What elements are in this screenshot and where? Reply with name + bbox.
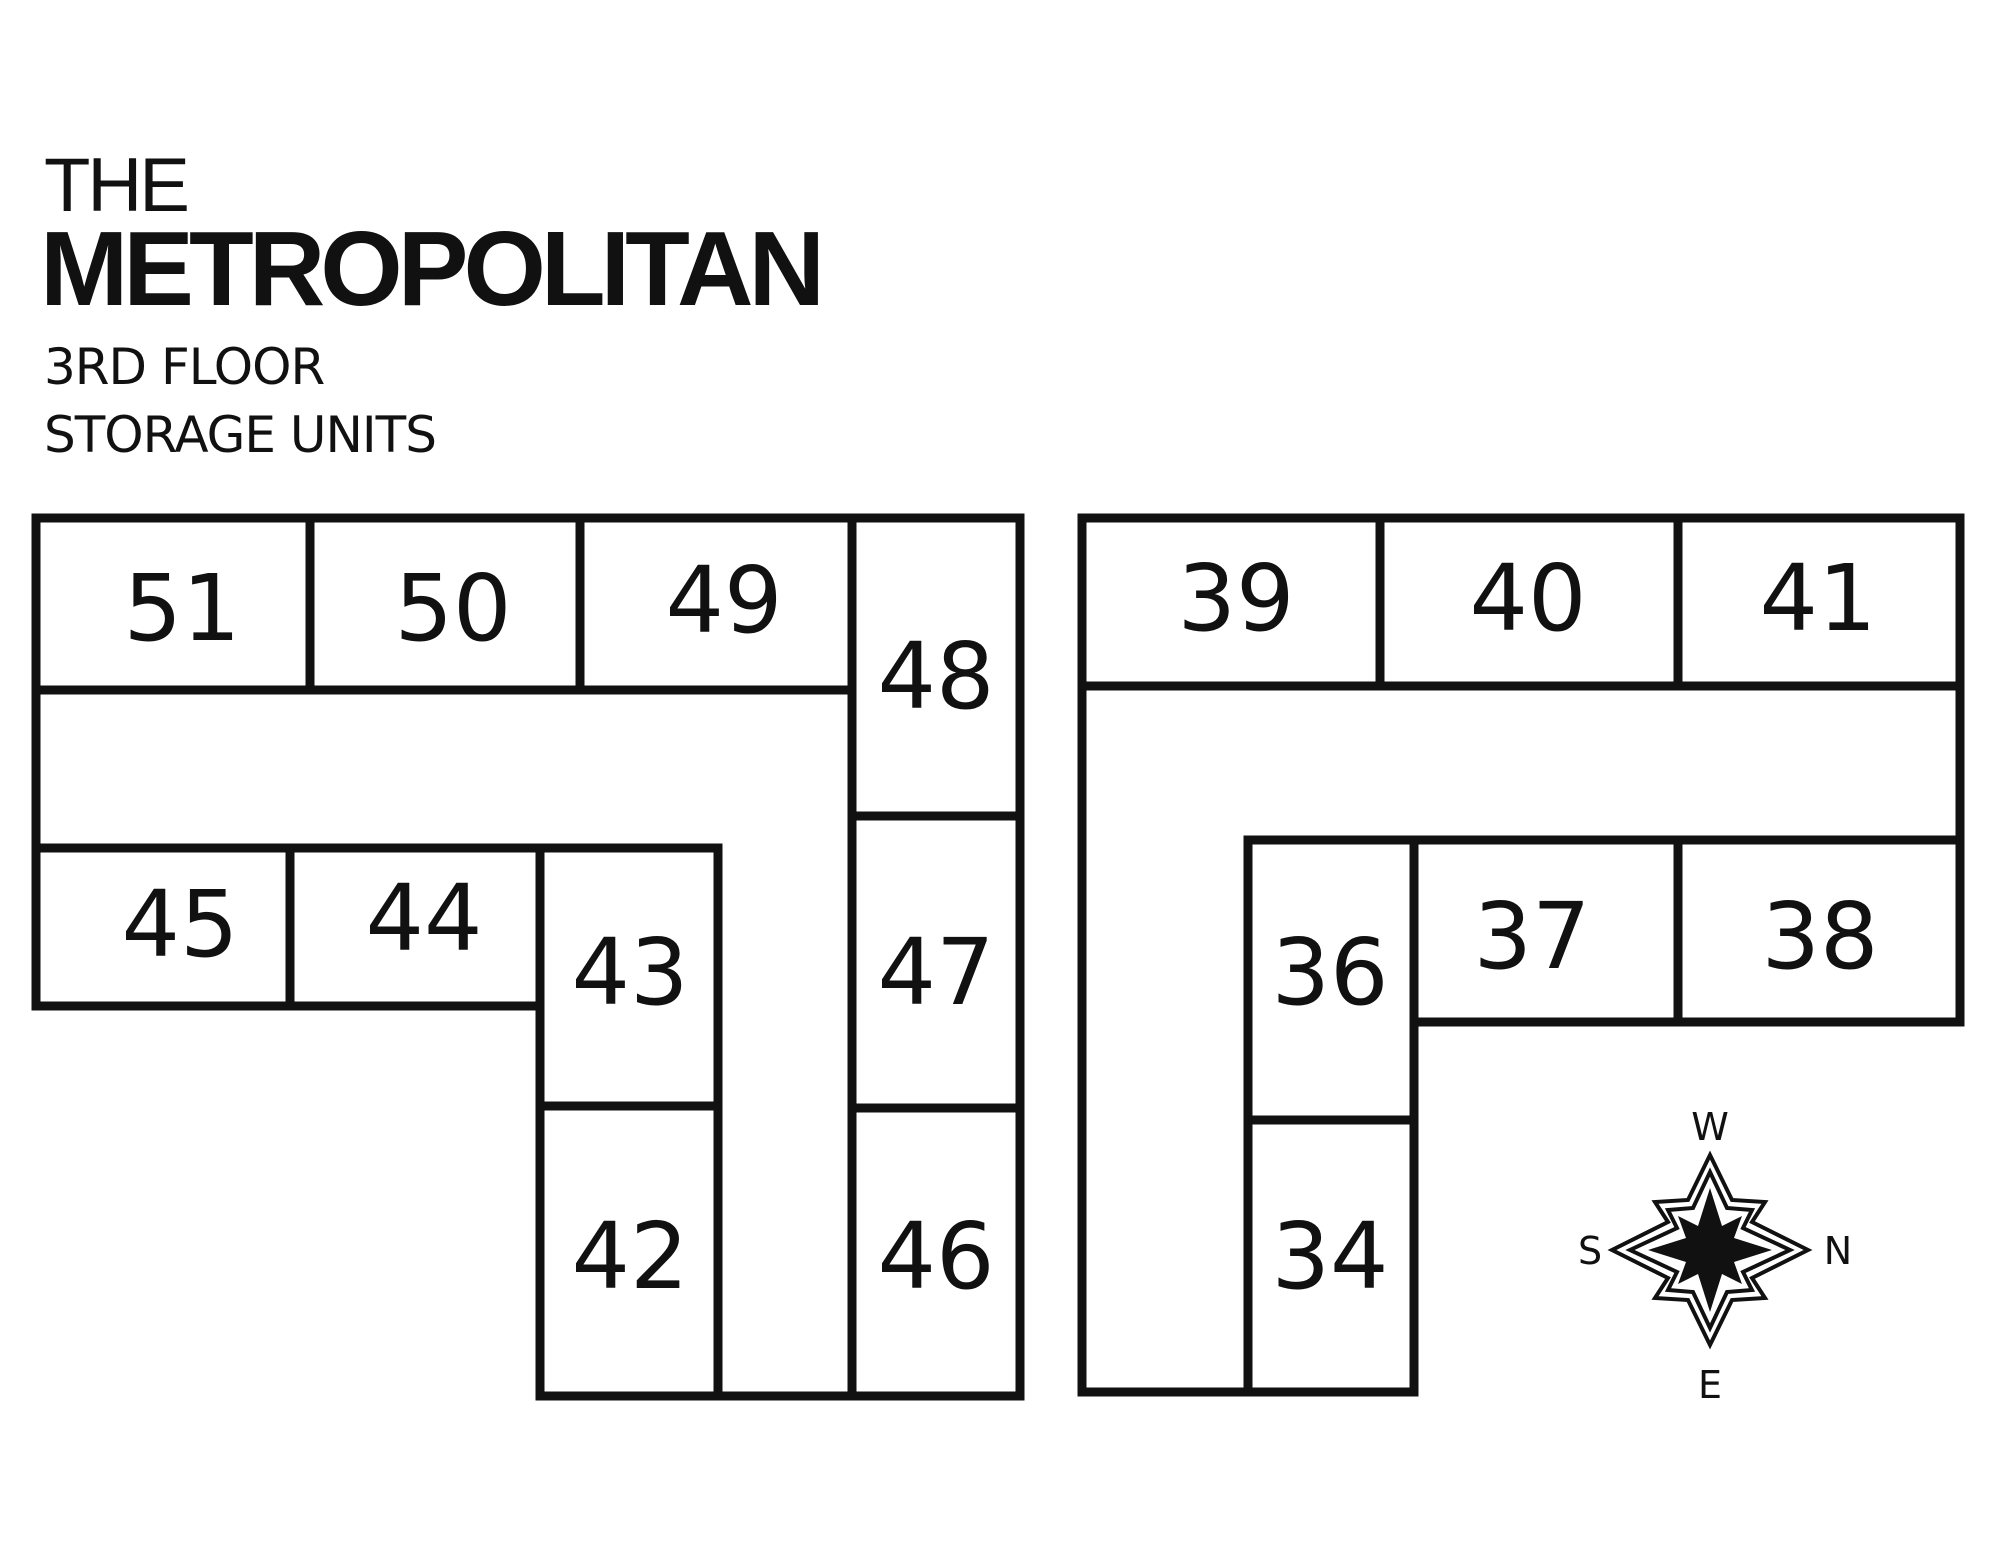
unit-47[interactable]: 47 bbox=[877, 919, 994, 1026]
unit-46[interactable]: 46 bbox=[877, 1203, 994, 1310]
unit-41[interactable]: 41 bbox=[1759, 545, 1876, 652]
unit-40[interactable]: 40 bbox=[1469, 545, 1586, 652]
unit-36[interactable]: 36 bbox=[1271, 919, 1388, 1026]
unit-43[interactable]: 43 bbox=[571, 919, 688, 1026]
compass-rose: W E S N bbox=[1578, 1105, 1852, 1407]
right-block-walls bbox=[1077, 513, 1965, 1397]
floor-label: 3RD FLOOR bbox=[44, 338, 325, 396]
unit-51[interactable]: 51 bbox=[123, 555, 240, 662]
unit-49[interactable]: 49 bbox=[665, 547, 782, 654]
title-metropolitan: METROPOLITAN bbox=[40, 210, 825, 328]
compass-inner-star-icon bbox=[1648, 1188, 1772, 1312]
compass-east-label: E bbox=[1698, 1363, 1722, 1407]
unit-45[interactable]: 45 bbox=[121, 871, 238, 978]
compass-west-label: W bbox=[1691, 1105, 1729, 1149]
unit-37[interactable]: 37 bbox=[1473, 883, 1590, 990]
left-block-walls bbox=[31, 513, 1025, 1401]
subtitle-storage-units: STORAGE UNITS bbox=[44, 406, 437, 464]
unit-44[interactable]: 44 bbox=[365, 865, 482, 972]
unit-48[interactable]: 48 bbox=[877, 623, 994, 730]
unit-50[interactable]: 50 bbox=[394, 555, 511, 662]
title-the: THE bbox=[44, 143, 190, 228]
compass-north-label: N bbox=[1824, 1229, 1852, 1273]
unit-39[interactable]: 39 bbox=[1177, 545, 1294, 652]
unit-38[interactable]: 38 bbox=[1761, 883, 1878, 990]
unit-34[interactable]: 34 bbox=[1271, 1203, 1388, 1310]
compass-south-label: S bbox=[1578, 1229, 1602, 1273]
unit-labels: 51 50 49 48 45 44 43 47 42 46 39 40 41 3… bbox=[121, 545, 1878, 1310]
unit-42[interactable]: 42 bbox=[571, 1203, 688, 1310]
